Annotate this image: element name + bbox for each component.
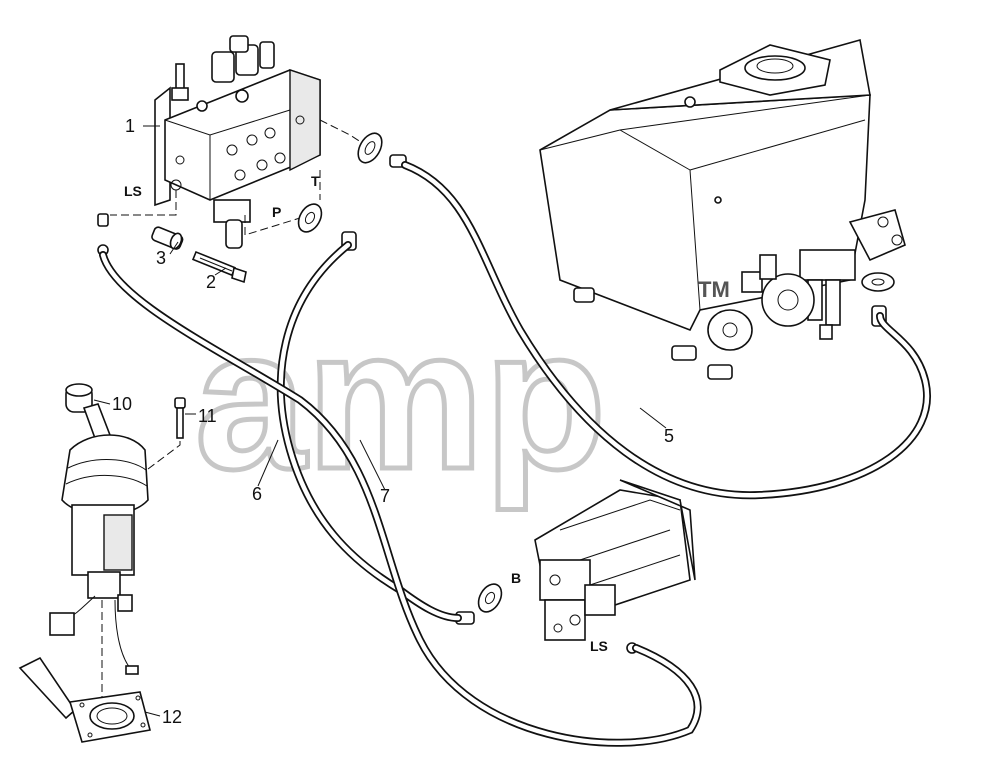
watermark: amp [193, 286, 609, 514]
hose-7 [99, 251, 702, 747]
callout-3: 3 [156, 248, 166, 268]
tank-mark: TM [698, 277, 730, 302]
port-label-p: P [272, 204, 281, 220]
flange-fitting-tank [861, 272, 895, 292]
callout-6: 6 [252, 484, 262, 504]
callout-12: 12 [162, 707, 182, 727]
flange-fitting-t [357, 132, 383, 164]
flange-fitting-b [477, 583, 503, 613]
port-label-b: B [511, 570, 521, 586]
hydraulic-pump [534, 479, 696, 641]
ls-fitting-valve [97, 213, 109, 227]
control-valve-block [154, 35, 321, 249]
screw-11 [174, 397, 186, 439]
joystick-10 [49, 383, 149, 675]
tank-motor-flange [707, 254, 815, 351]
port-label-ls-pump: LS [590, 638, 608, 654]
port-label-ls-valve: LS [124, 183, 142, 199]
port-label-t: T [311, 173, 320, 189]
tank-filler-hatch [719, 44, 831, 96]
callout-5: 5 [664, 426, 674, 446]
port-labels: LS P T B LS [124, 173, 608, 654]
mounting-plate-12 [18, 656, 151, 743]
hose-5 [401, 161, 931, 500]
watermark-text: amp [195, 288, 606, 511]
callout-10: 10 [112, 394, 132, 414]
hose-6 [276, 241, 462, 622]
hydraulic-tank: TM [539, 38, 906, 380]
spacer-3 [151, 226, 184, 250]
callout-7: 7 [380, 486, 390, 506]
callout-11: 11 [198, 406, 217, 426]
flange-fitting-p [297, 203, 323, 233]
bolt-2 [191, 250, 247, 284]
callout-labels: 1 2 3 5 6 7 10 11 12 [112, 116, 674, 727]
callout-1: 1 [125, 116, 135, 136]
leader-lines [93, 125, 667, 717]
callout-2: 2 [206, 272, 216, 292]
